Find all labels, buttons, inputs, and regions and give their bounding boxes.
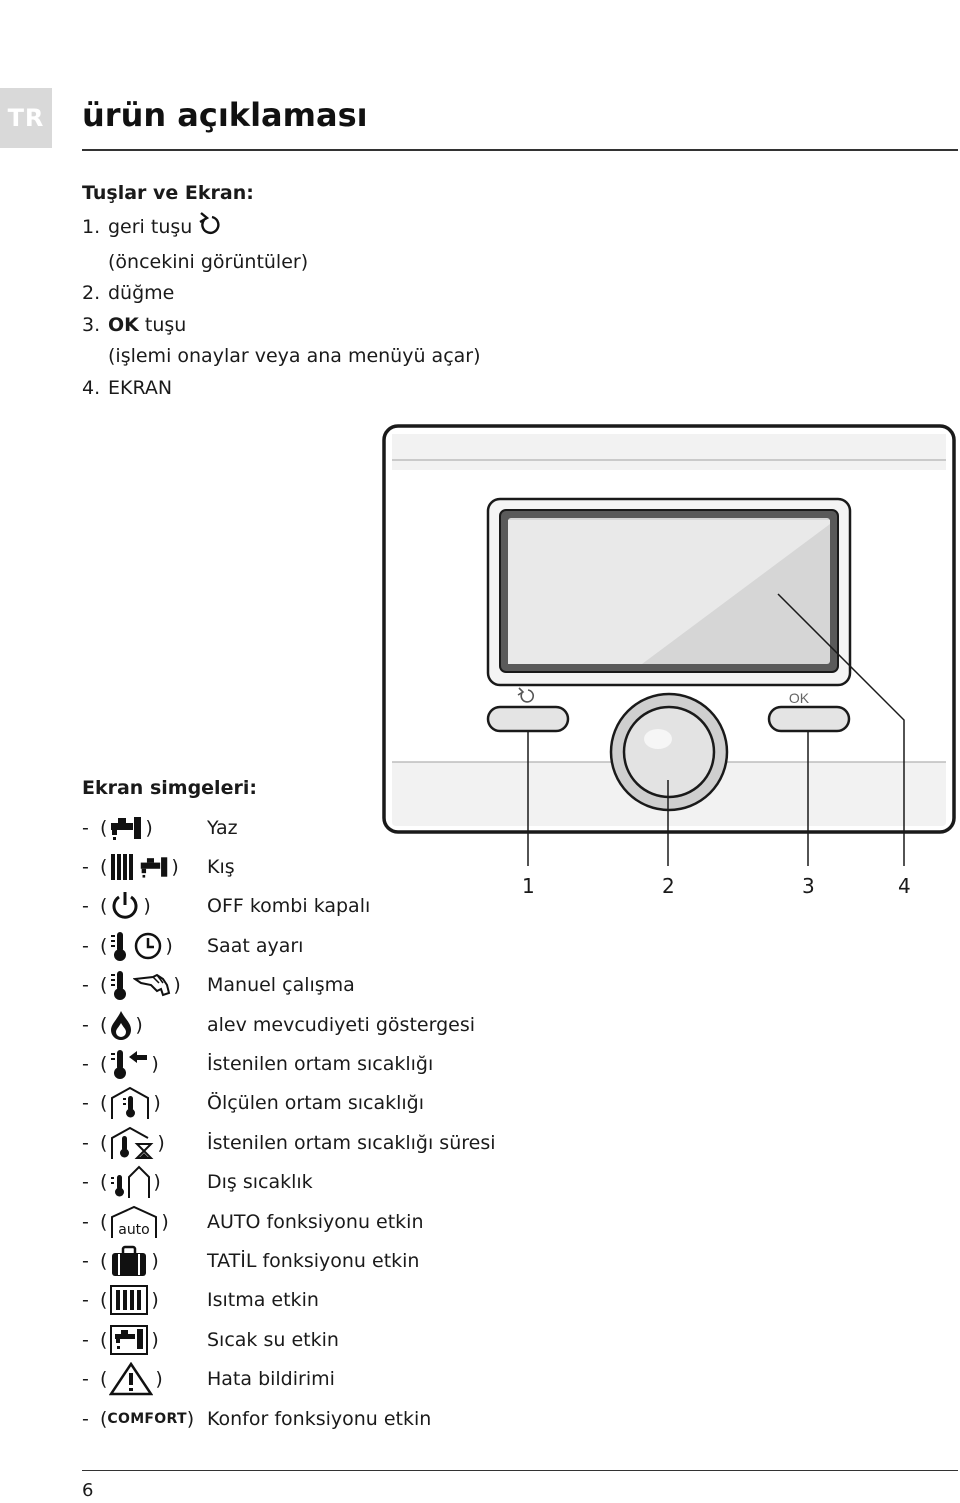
list-item: - (COMFORT) Konfor fonksiyonu etkin bbox=[82, 1407, 432, 1430]
list-item: - ( ) alev mevcudiyeti göstergesi bbox=[82, 1005, 475, 1044]
symbols-list: - ( ) Yaz - ( ) Kış - ( ) OFF kombi kapa… bbox=[82, 808, 496, 1438]
knob-inner bbox=[622, 705, 716, 799]
page-title: ürün açıklaması bbox=[82, 96, 368, 134]
back-arrow-icon bbox=[198, 212, 220, 247]
clock-icon bbox=[135, 932, 162, 960]
list-item: - ( ) TATİL fonksiyonu etkin bbox=[82, 1241, 419, 1280]
list-item: - ( ) Dış sıcaklık bbox=[82, 1163, 313, 1202]
warning-icon bbox=[109, 1362, 154, 1396]
list-item: - ( ) İstenilen ortam sıcaklığı bbox=[82, 1044, 433, 1083]
callout-1: 1 bbox=[522, 874, 535, 898]
thermometer-arrow-icon bbox=[111, 1050, 148, 1080]
svg-text:auto: auto bbox=[119, 1222, 151, 1238]
auto-house-icon: auto bbox=[111, 1205, 158, 1238]
list-item-note: (öncekini görüntüler) bbox=[108, 250, 309, 273]
list-item: - ( ) OFF kombi kapalı bbox=[82, 887, 370, 926]
symbols-heading: Ekran simgeleri: bbox=[82, 777, 257, 799]
ok-key bbox=[767, 705, 851, 733]
list-item-note: (işlemi onaylar veya ana menüyü açar) bbox=[108, 345, 481, 367]
tap-icon bbox=[141, 857, 168, 878]
comfort-label: COMFORT bbox=[107, 1410, 187, 1427]
list-item: - ( ) Sıcak su etkin bbox=[82, 1320, 339, 1359]
list-item: - ( ) Yaz bbox=[82, 816, 238, 840]
callout-3: 3 bbox=[802, 874, 815, 898]
list-item: - ( ) Hata bildirimi bbox=[82, 1359, 335, 1398]
keys-list: 1. geri tuşu (öncekini görüntüler) 2. dü… bbox=[82, 212, 481, 404]
back-key bbox=[486, 705, 570, 733]
ok-key-glyph: OK bbox=[789, 690, 810, 706]
footer-divider bbox=[82, 1470, 958, 1471]
radiator-icon bbox=[111, 854, 134, 881]
knob-label: düğme bbox=[108, 282, 175, 304]
controller-illustration: OK bbox=[382, 424, 956, 834]
list-item: - ( ) Ölçülen ortam sıcaklığı bbox=[82, 1084, 424, 1123]
list-item: - ( ) İstenilen ortam sıcaklığı süresi bbox=[82, 1123, 496, 1162]
thermometer-icon bbox=[111, 931, 127, 961]
list-item: - ( ) Saat ayarı bbox=[82, 926, 303, 965]
list-item: 4. EKRAN bbox=[82, 373, 481, 405]
list-item: - ( auto ) AUTO fonksiyonu etkin bbox=[82, 1202, 424, 1241]
suitcase-icon bbox=[112, 1245, 147, 1276]
outside-temperature-icon bbox=[111, 1165, 151, 1199]
callout-2: 2 bbox=[662, 874, 675, 898]
list-item: - ( ) Manuel çalışma bbox=[82, 966, 355, 1005]
language-tab: TR bbox=[0, 88, 52, 148]
ok-key-strong: OK bbox=[108, 313, 139, 336]
list-item: 1. geri tuşu bbox=[82, 212, 481, 247]
page-number: 6 bbox=[82, 1480, 94, 1501]
thermometer-icon bbox=[111, 971, 127, 1001]
list-item: - ( ) Kış bbox=[82, 847, 235, 886]
back-key-label: geri tuşu bbox=[108, 216, 193, 238]
back-key-glyph bbox=[517, 687, 535, 703]
tap-icon bbox=[111, 816, 142, 840]
keys-heading: Tuşlar ve Ekran: bbox=[82, 182, 254, 204]
hand-icon bbox=[133, 974, 171, 997]
power-icon bbox=[112, 892, 138, 920]
list-item: - ( ) Isıtma etkin bbox=[82, 1281, 319, 1320]
display-label: EKRAN bbox=[108, 376, 173, 399]
tap-box-icon bbox=[110, 1324, 149, 1355]
title-divider bbox=[82, 149, 958, 151]
callout-4: 4 bbox=[898, 874, 911, 898]
house-thermometer-hourglass-icon bbox=[111, 1126, 154, 1159]
radiator-box-icon bbox=[110, 1285, 149, 1316]
house-thermometer-icon bbox=[111, 1087, 150, 1120]
flame-icon bbox=[111, 1010, 132, 1040]
list-item: 3. OK tuşu bbox=[82, 310, 481, 342]
list-item: 2. düğme bbox=[82, 278, 481, 310]
ok-key-label: tuşu bbox=[138, 313, 187, 336]
